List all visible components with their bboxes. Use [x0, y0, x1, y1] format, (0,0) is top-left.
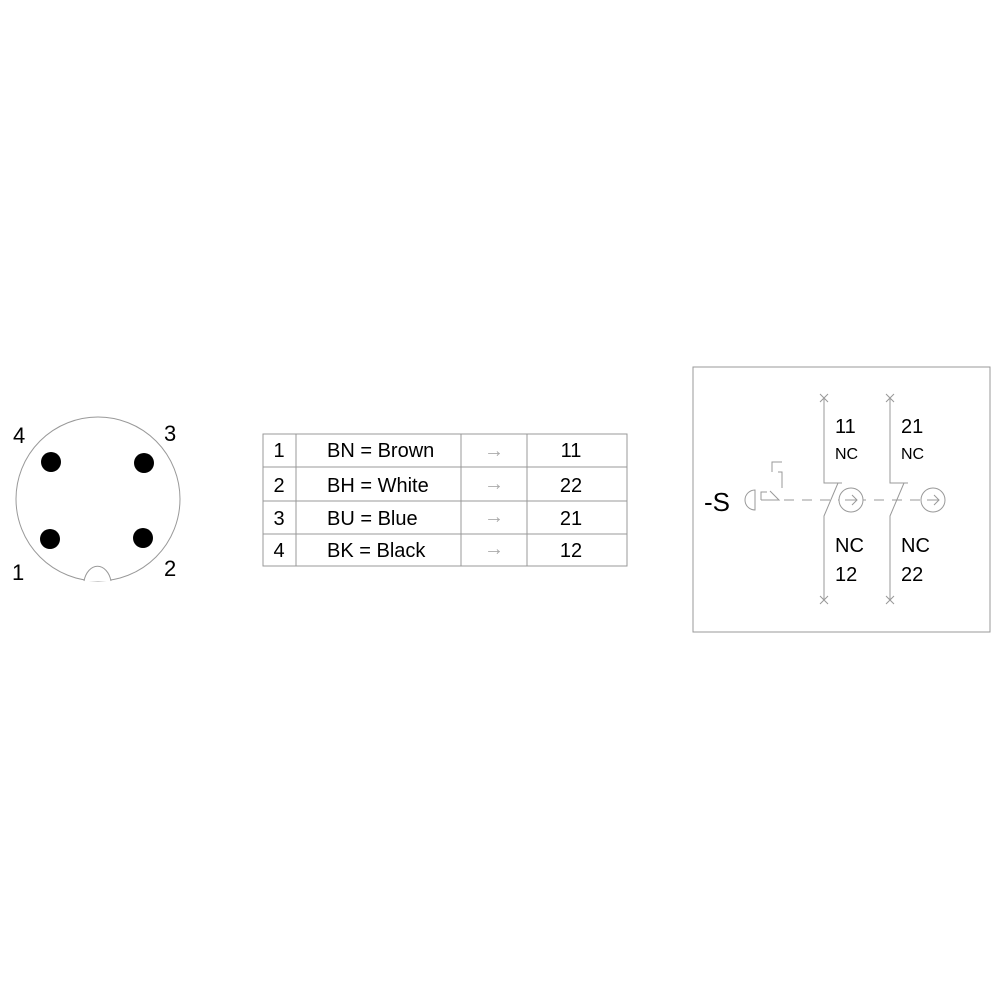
contact-type-label: NC	[901, 446, 924, 463]
table-row: 2 BH = White → 22	[273, 473, 582, 497]
arrow-icon	[845, 494, 858, 506]
color-cell: BK = Black	[327, 540, 426, 562]
pin-label-4: 4	[13, 423, 25, 448]
pin-cell: 3	[273, 508, 284, 530]
terminal-x-icon	[819, 393, 829, 605]
terminal-label: 12	[835, 564, 857, 586]
terminal-cell: 12	[560, 540, 582, 562]
terminal-cell: 11	[561, 440, 582, 462]
pin-cell: 4	[273, 540, 284, 562]
pin-label-2: 2	[164, 556, 176, 581]
terminal-label: 11	[835, 416, 856, 438]
table-row: 3 BU = Blue → 21	[273, 506, 582, 530]
arrow-cell: →	[484, 538, 504, 560]
table-row: 4 BK = Black → 12	[273, 538, 582, 562]
terminal-label: 22	[901, 564, 923, 586]
arrow-icon	[927, 494, 940, 506]
contact-type-label: NC	[901, 535, 930, 557]
schematic-frame	[692, 366, 991, 633]
table-row: 1 BN = Brown → 11	[273, 440, 581, 462]
pin-2	[133, 528, 153, 548]
switch-schematic: -S 11 NC NC 12 21 NC NC 22	[692, 366, 991, 633]
connector-outline	[15, 416, 181, 582]
pin-cell: 1	[273, 440, 284, 462]
contact-type-label: NC	[835, 535, 864, 557]
terminal-cell: 21	[560, 508, 582, 530]
pin-1	[40, 529, 60, 549]
twist-release-icon	[771, 461, 783, 488]
arrow-cell: →	[484, 506, 504, 528]
connector-face: 1 2 3 4	[12, 416, 181, 585]
terminal-label: 21	[901, 416, 923, 438]
latch-icon	[760, 490, 781, 501]
pin-label-1: 1	[12, 560, 24, 585]
mushroom-head-icon	[744, 489, 756, 511]
color-cell: BH = White	[327, 475, 429, 497]
arrow-cell: →	[484, 440, 504, 462]
pin-label-3: 3	[164, 421, 176, 446]
wiring-table	[262, 433, 628, 567]
pin-cell: 2	[273, 475, 284, 497]
terminal-x-icon	[885, 393, 895, 605]
color-cell: BN = Brown	[327, 440, 434, 462]
contact-type-label: NC	[835, 446, 858, 463]
pin-3	[134, 453, 154, 473]
arrow-cell: →	[484, 473, 504, 495]
terminal-cell: 22	[560, 475, 582, 497]
switch-designator: -S	[704, 487, 730, 517]
contact-nc-2	[889, 398, 908, 600]
pin-4	[41, 452, 61, 472]
color-cell: BU = Blue	[327, 508, 418, 530]
contact-nc-1	[823, 398, 842, 600]
connector-key-notch	[83, 565, 112, 582]
